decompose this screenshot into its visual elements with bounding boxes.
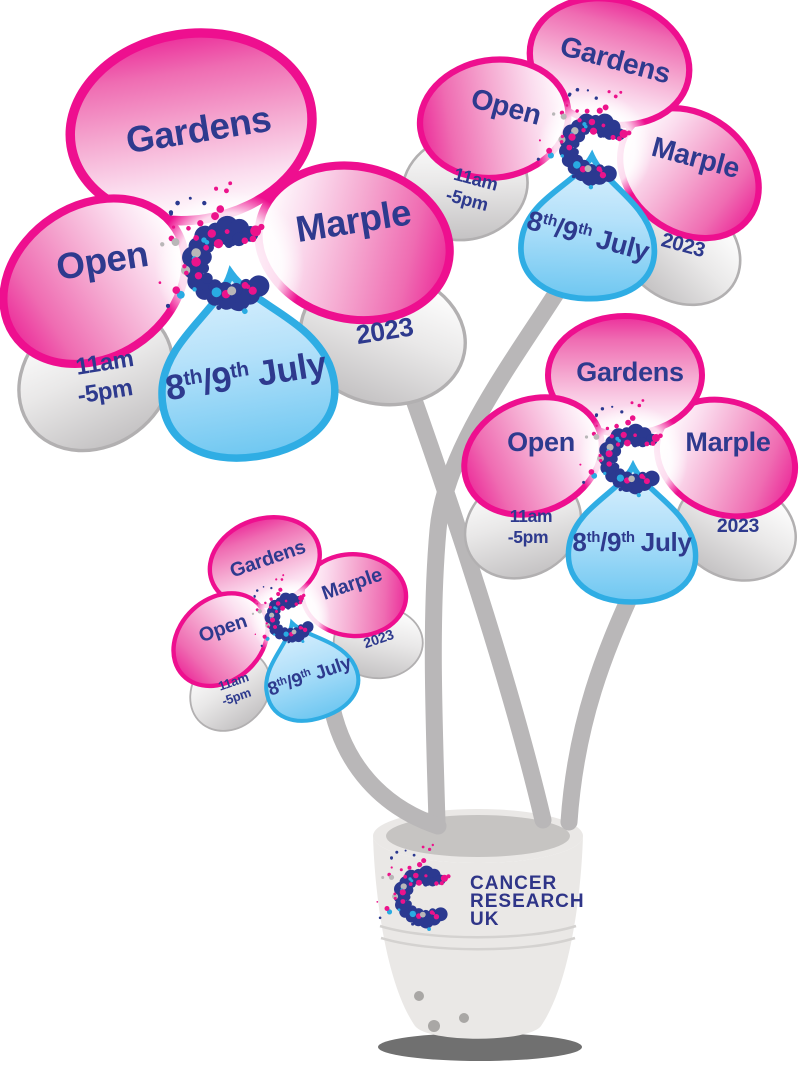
petal-date — [565, 459, 699, 605]
cruk-logo-line1: CANCER — [470, 873, 557, 894]
flower-top-right: 8th/9thJuly Gardens Open Marple 11am -5p… — [401, 0, 762, 307]
year-label: 2023 — [717, 515, 760, 537]
cruk-pot-logo: CANCER RESEARCH UK — [376, 843, 585, 931]
cruk-logo-line2: RESEARCH — [470, 891, 585, 912]
stem-to-small-flower — [321, 689, 447, 835]
stem-to-middle-right-flower — [560, 583, 641, 831]
pot-shadow — [378, 1033, 582, 1061]
blue-petal-group: 8th/9thJuly — [518, 149, 658, 302]
hours-label-line2: -5pm — [508, 527, 549, 547]
cruk-dotted-c-icon — [536, 87, 632, 190]
cruk-logo-line3: UK — [470, 909, 499, 930]
stem-to-top-right-flower — [424, 251, 586, 831]
open-label: Open — [507, 427, 575, 457]
stem-to-large-flower — [395, 363, 552, 829]
flower-stems — [321, 251, 641, 835]
cruk-dotted-c-icon — [579, 399, 663, 498]
marple-label: Marple — [685, 427, 771, 457]
pot-speckles — [414, 991, 469, 1032]
cruk-dotted-c-icon — [376, 843, 451, 931]
blue-petal-group: 8th/9thJuly — [264, 618, 361, 723]
date-label: 8th/9thJuly — [265, 652, 355, 700]
gardens-label: Gardens — [576, 357, 683, 387]
flower-center-glow — [536, 92, 653, 208]
petal-date — [518, 149, 658, 302]
petal-date — [264, 618, 361, 723]
flower-small-bottom-left: 8th/9thJuly Gardens Open Marple 11am -5p… — [171, 515, 424, 732]
cruk-dotted-c-icon — [251, 574, 314, 647]
cruk-dotted-c-icon — [158, 181, 270, 315]
petal-date — [158, 265, 339, 462]
pot-groove-lines — [379, 924, 577, 951]
hours-label-line1: 11am — [510, 506, 553, 526]
date-label: 8th/9thJuly — [524, 204, 654, 267]
